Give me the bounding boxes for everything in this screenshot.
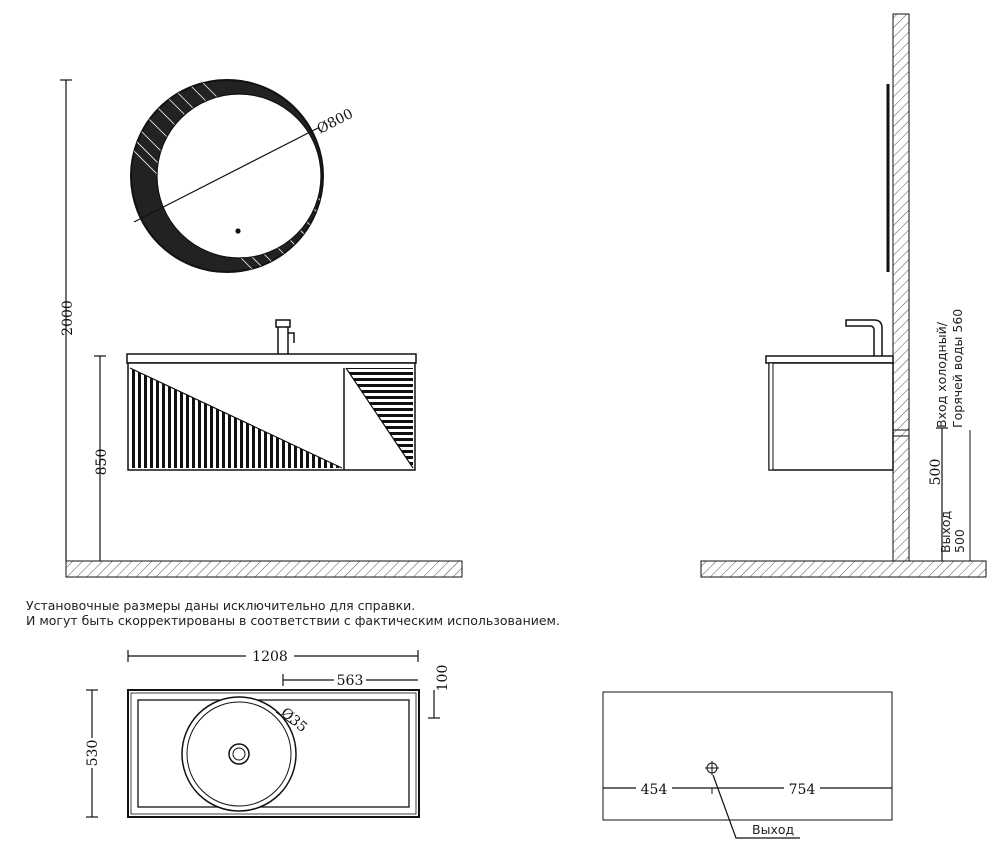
outlet-label-line2: 500 <box>952 529 967 553</box>
outlet-marker-icon <box>705 761 719 775</box>
wall-hatch <box>892 13 910 562</box>
side-view: 500 Вход холодный/ Горячей воды 560 Выхо… <box>700 13 987 578</box>
faucet-front <box>275 319 295 358</box>
dim-depth: 530 <box>85 740 101 767</box>
floor-hatch-side <box>700 560 987 578</box>
dimension-setback: 100 <box>428 665 451 719</box>
countertop-front <box>126 353 417 364</box>
cabinet-side <box>768 362 894 471</box>
dimension-width: 1208 <box>127 646 419 665</box>
dim-basin-offset: 563 <box>337 673 364 689</box>
note-line-2: И могут быть скорректированы в соответст… <box>26 613 560 628</box>
dim-setback: 100 <box>435 665 451 692</box>
faucet-side <box>845 319 883 358</box>
floor-hatch-front <box>65 560 463 578</box>
dim-outlet-right: 754 <box>789 782 816 798</box>
inlet-label-line2: Горячей воды 560 <box>950 309 965 428</box>
cabinet-front <box>127 362 416 471</box>
dimension-inlet: 500 <box>928 427 948 561</box>
outlet-view: 454 754 Выход <box>602 691 893 839</box>
outlet-label-line1: Выход <box>938 511 953 553</box>
dimension-basin-offset: 563 <box>282 671 418 689</box>
note-line-1: Установочные размеры даны исключительно … <box>26 598 415 613</box>
dimension-depth: 530 <box>82 689 101 818</box>
dim-counter-height: 850 <box>94 449 110 476</box>
countertop-side <box>765 355 894 364</box>
outlet-label: Выход <box>752 822 794 837</box>
inlet-label-line1: Вход холодный/ <box>934 321 949 428</box>
dim-inlet-height: 500 <box>928 459 944 486</box>
front-view: 2000 850 Ø800 <box>60 79 463 578</box>
basin-top: Ø35 <box>181 696 310 812</box>
mirror-diameter-line <box>133 127 319 223</box>
round-mirror: Ø800 <box>130 79 356 273</box>
dim-total-height: 2000 <box>60 300 76 336</box>
wall-panel <box>602 691 893 821</box>
dimension-850: 850 <box>94 355 110 561</box>
dimension-2000: 2000 <box>60 79 76 561</box>
dim-outlet-left: 454 <box>641 782 668 798</box>
mirror-sensor-dot <box>235 228 241 234</box>
top-view: 1208 563 100 530 <box>82 646 451 818</box>
dim-mirror-diameter: Ø800 <box>315 106 356 138</box>
dim-width: 1208 <box>252 649 288 665</box>
